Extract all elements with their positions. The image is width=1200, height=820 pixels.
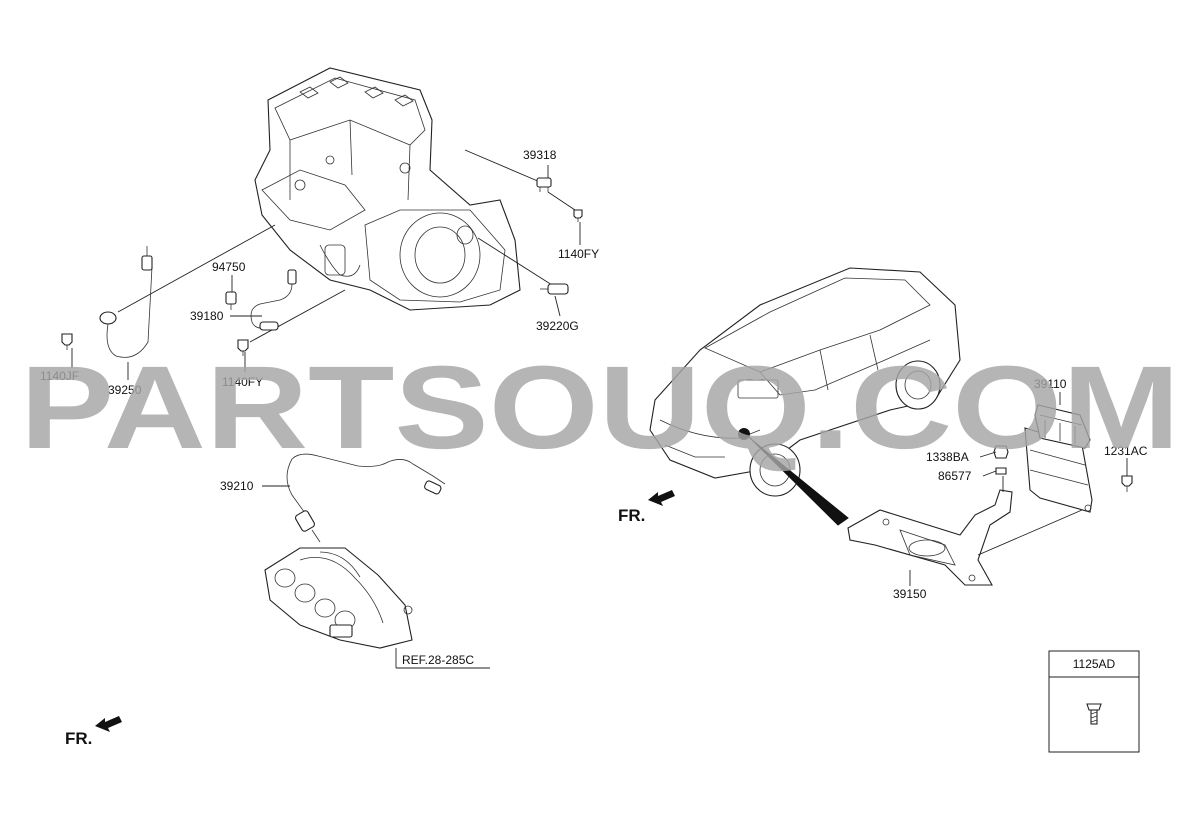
ecu-39110	[1024, 404, 1093, 513]
car-illustration	[649, 267, 961, 497]
bracket-39150	[847, 392, 1083, 586]
front-direction-arrow-right: FR.	[618, 490, 675, 525]
label-86577: 86577	[938, 469, 972, 483]
label-39210: 39210	[220, 479, 254, 493]
label-connectors	[979, 451, 997, 477]
label-ref-28-285c: REF.28-285C	[402, 653, 474, 667]
label-1140jf: 1140JF	[40, 369, 79, 383]
bolt-1125ad-icon	[1086, 703, 1102, 725]
front-direction-arrow-left: FR.	[65, 716, 122, 748]
sensor-39250	[99, 246, 153, 358]
sensor-39318	[536, 177, 552, 192]
clip-86577	[995, 467, 1007, 475]
front-direction-label-left: FR.	[65, 729, 92, 748]
legend-box-1125ad: 1125AD	[1048, 650, 1140, 753]
label-39110: 39110	[1034, 377, 1067, 391]
label-1140fy-bottom: 1140FY	[222, 375, 263, 389]
label-94750: 94750	[212, 260, 246, 274]
oxygen-sensor-39210	[286, 453, 446, 543]
sensor-39180	[250, 269, 297, 331]
nut-1338ba	[993, 445, 1009, 459]
legend-box-title: 1125AD	[1073, 657, 1116, 671]
label-39150: 39150	[893, 587, 927, 601]
sensor-39220g	[540, 283, 569, 295]
label-1231ac: 1231AC	[1104, 444, 1148, 458]
label-39180: 39180	[190, 309, 224, 323]
front-direction-label-right: FR.	[618, 506, 645, 525]
label-39250: 39250	[108, 383, 142, 397]
label-39318: 39318	[523, 148, 557, 162]
bolt-1140fy-bottom	[237, 339, 249, 356]
location-pointer	[738, 428, 849, 526]
label-39220g: 39220G	[536, 319, 579, 333]
bolt-1140fy-top	[573, 209, 583, 222]
watermark-text: PARTSOUQ.COM	[20, 342, 1180, 474]
bolt-1231ac	[1121, 458, 1133, 492]
bolt-1140jf	[61, 333, 73, 350]
part-labels: 39318 1140FY 94750 39180 39220G 1140JF 3…	[40, 148, 1148, 667]
label-1338ba: 1338BA	[926, 450, 969, 464]
engine-assembly	[254, 67, 521, 311]
sensor-94750	[225, 291, 237, 310]
label-1140fy-top: 1140FY	[558, 247, 599, 261]
exhaust-manifold	[264, 547, 413, 649]
